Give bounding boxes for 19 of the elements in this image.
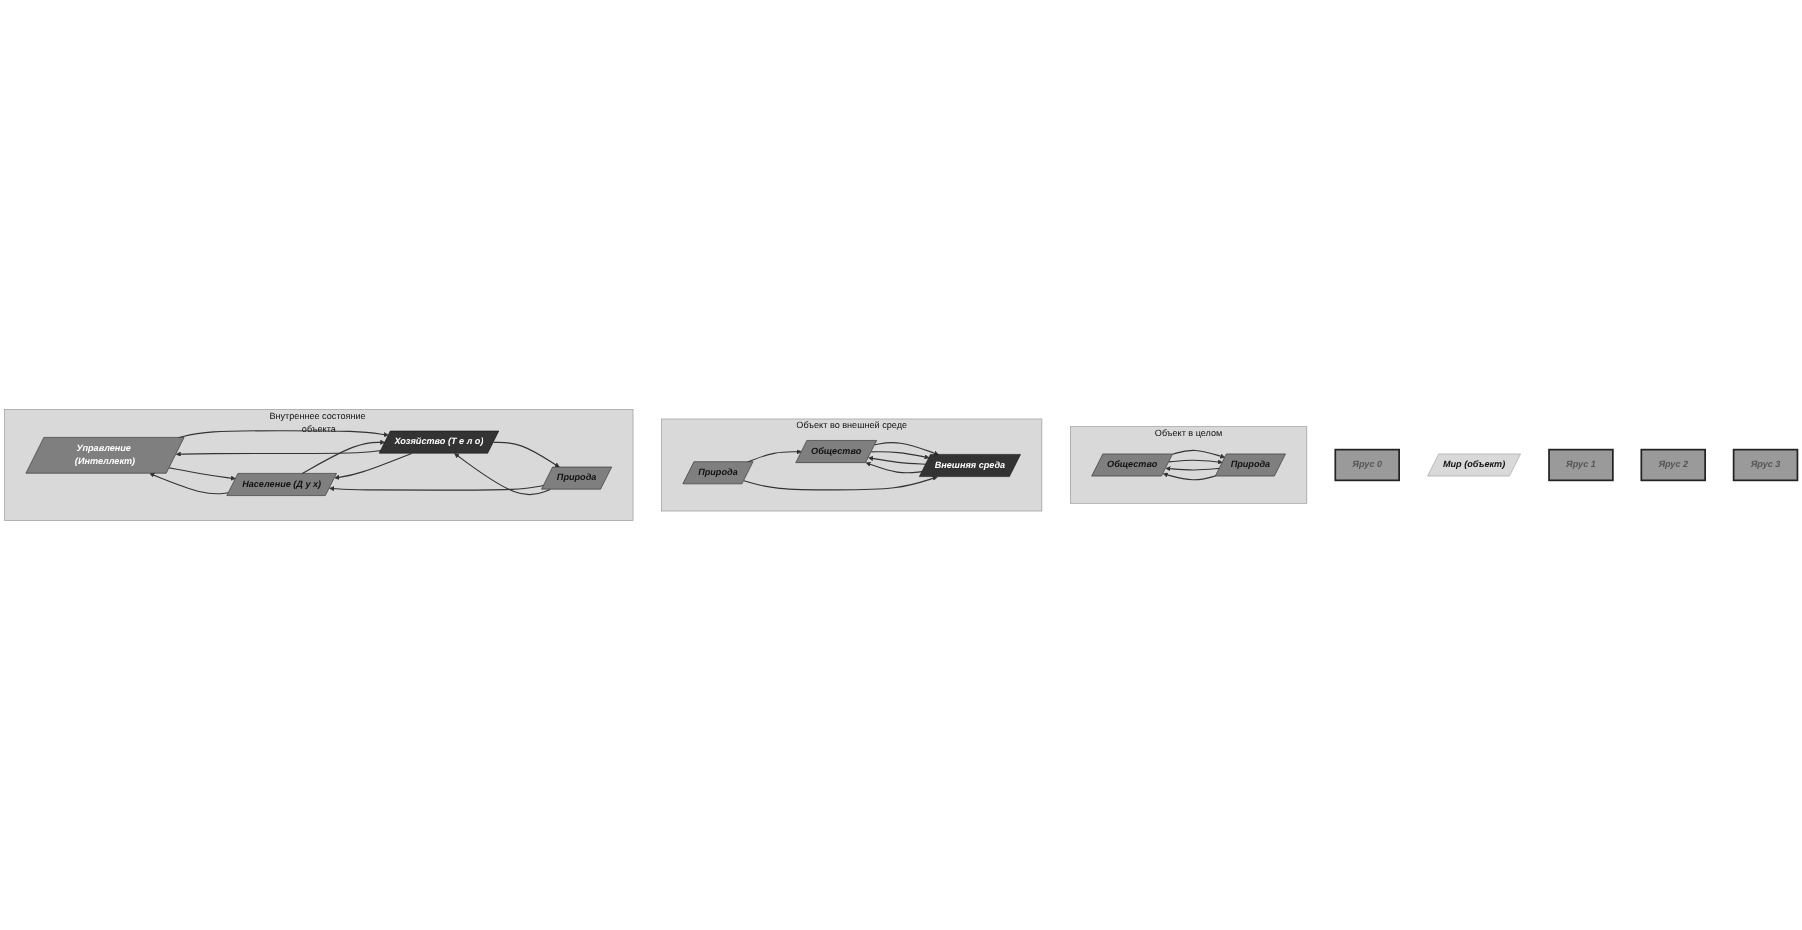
arrow	[492, 441, 560, 468]
arrow	[168, 467, 236, 481]
arrow	[747, 449, 802, 463]
arrow	[177, 430, 389, 439]
arrow	[1165, 466, 1221, 472]
arrow	[454, 453, 551, 496]
arrow	[743, 475, 938, 491]
arrow	[868, 456, 927, 465]
arrow	[1168, 459, 1223, 465]
arrow	[865, 461, 923, 474]
arrow	[1172, 449, 1226, 459]
arrow	[149, 472, 230, 495]
arrow	[874, 442, 939, 456]
arrow	[870, 451, 930, 460]
arrow	[1162, 472, 1217, 481]
arrow	[175, 450, 382, 457]
arrow	[329, 484, 545, 492]
arrow	[301, 439, 386, 475]
arrow	[334, 452, 413, 480]
